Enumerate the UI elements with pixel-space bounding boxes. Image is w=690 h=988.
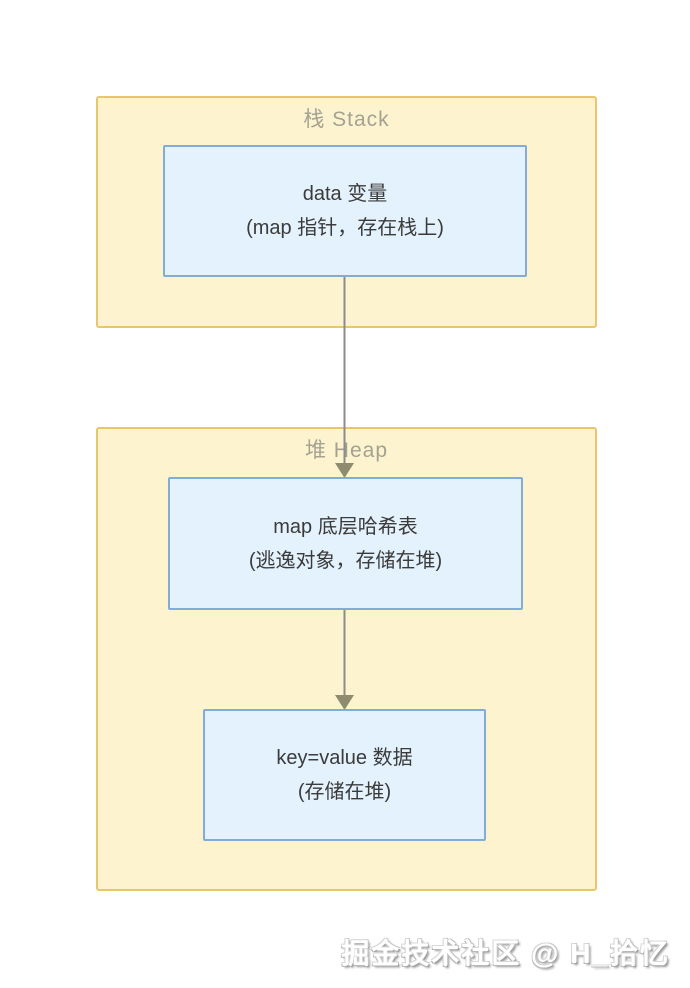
node-data-variable: data 变量 (map 指针，存在栈上)	[163, 145, 527, 277]
node-key-value-data-line2: (存储在堆)	[297, 781, 392, 803]
node-data-variable-line2: (map 指针，存在栈上)	[246, 217, 444, 239]
heap-title: 堆 Heap	[304, 439, 389, 462]
node-key-value-data: key=value 数据 (存储在堆)	[203, 709, 486, 841]
stack-title: 栈 Stack	[303, 108, 390, 131]
node-map-hashtable-line2: (逃逸对象，存储在堆)	[248, 549, 443, 572]
node-map-hashtable: map 底层哈希表 (逃逸对象，存储在堆)	[168, 477, 523, 610]
watermark: 掘金技术社区 @ H_拾忆	[341, 938, 670, 969]
node-data-variable-line1: data 变量	[302, 183, 388, 205]
node-map-hashtable-line1: map 底层哈希表	[273, 515, 418, 538]
node-key-value-data-line1: key=value 数据	[276, 747, 413, 769]
